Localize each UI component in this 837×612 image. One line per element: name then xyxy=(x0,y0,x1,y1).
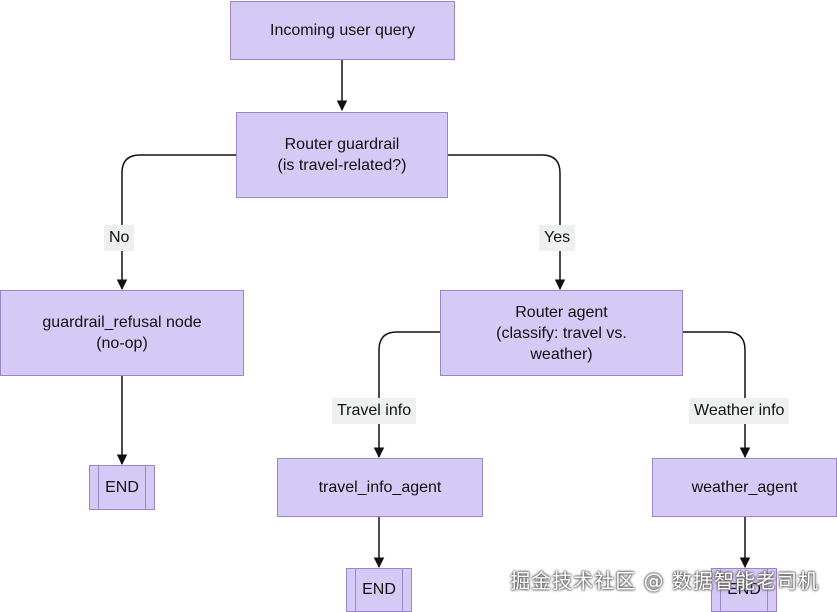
edge-label-no: No xyxy=(104,225,135,251)
edge-label-weather-info: Weather info xyxy=(689,398,790,424)
edge-router-travel xyxy=(373,331,440,459)
edge-guardrail-refusal xyxy=(116,154,236,291)
edge-guardrail-router xyxy=(448,154,566,291)
end-terminal-refusal: END xyxy=(89,465,155,510)
node-router-guardrail: Router guardrail (is travel-related?) xyxy=(236,112,448,198)
watermark-text: 掘金技术社区 @ 数据智能老司机 xyxy=(510,569,819,593)
node-guardrail-refusal: guardrail_refusal node (no-op) xyxy=(0,290,244,376)
node-incoming-query: Incoming user query xyxy=(230,1,455,60)
node-weather-agent: weather_agent xyxy=(652,458,837,517)
end-terminal-weather: END xyxy=(711,568,777,612)
edge-label-travel-info: Travel info xyxy=(332,398,417,424)
edge-label-yes: Yes xyxy=(539,225,576,251)
node-router-agent: Router agent (classify: travel vs. weath… xyxy=(440,290,683,376)
edge-router-weather xyxy=(683,331,751,459)
node-travel-info-agent: travel_info_agent xyxy=(277,458,483,517)
end-terminal-travel: END xyxy=(346,568,412,612)
